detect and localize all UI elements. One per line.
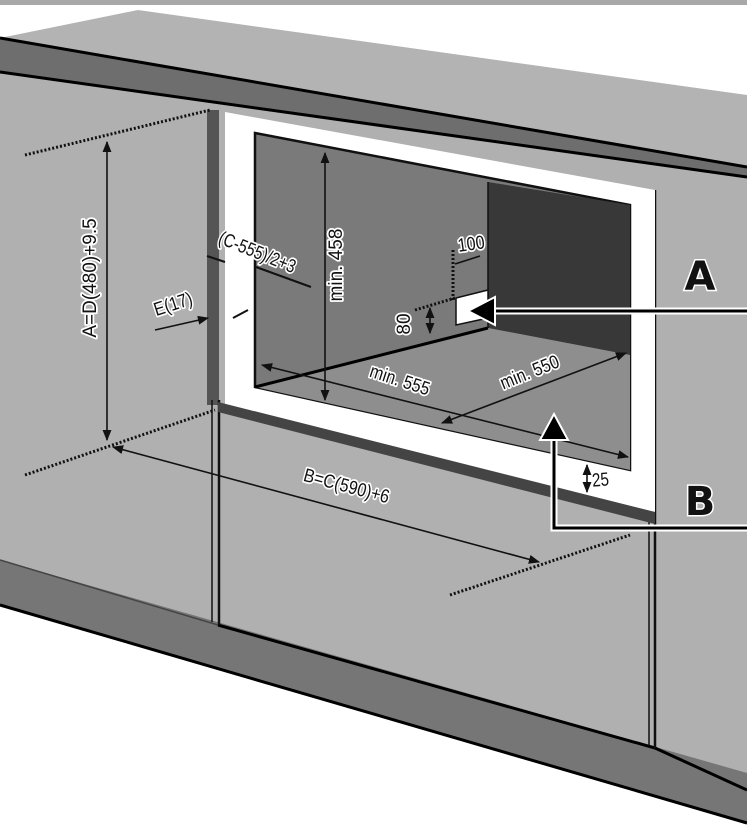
callout-label-b: B	[685, 479, 716, 525]
label-height-total: A=D(480)+9.5	[80, 218, 101, 337]
dim-width-total	[111, 445, 541, 564]
dim-niche-depth	[440, 352, 628, 424]
niche-rear-wall	[488, 182, 630, 355]
callout-label-a: A	[685, 254, 716, 300]
top-strip	[0, 0, 747, 5]
callout-arrow-a	[465, 295, 747, 327]
plinth	[0, 560, 747, 823]
label-socket-height: 80	[394, 313, 415, 334]
callout-arrow-b	[538, 411, 747, 532]
label-bottom-gap: 25	[591, 468, 610, 491]
countertop-front	[0, 38, 747, 177]
label-niche-height: min. 458	[326, 229, 347, 302]
countertop-top	[0, 10, 747, 167]
label-socket-width: 100	[456, 231, 486, 256]
